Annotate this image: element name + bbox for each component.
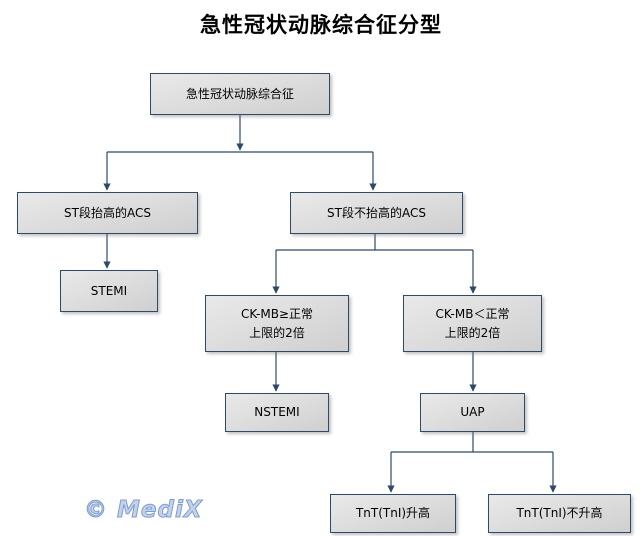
node-ckmb-ge-2x[interactable]: CK-MB≥正常 上限的2倍 xyxy=(205,295,349,352)
node-tnt-not-elevated[interactable]: TnT(TnI)不升高 xyxy=(488,494,631,533)
node-ckmb-lt-2x[interactable]: CK-MB＜正常 上限的2倍 xyxy=(403,295,542,352)
page-title: 急性冠状动脉综合征分型 xyxy=(200,13,442,37)
node-acs[interactable]: 急性冠状动脉综合征 xyxy=(150,73,330,115)
node-tnt-elevated[interactable]: TnT(TnI)升高 xyxy=(330,494,456,533)
node-non-st-elevation-acs[interactable]: ST段不抬高的ACS xyxy=(290,192,463,234)
node-nstemi[interactable]: NSTEMI xyxy=(225,393,329,432)
watermark-medix: © MediX xyxy=(84,497,203,524)
node-uap[interactable]: UAP xyxy=(420,393,525,432)
node-st-elevation-acs[interactable]: ST段抬高的ACS xyxy=(17,192,198,234)
node-stemi[interactable]: STEMI xyxy=(60,270,158,312)
